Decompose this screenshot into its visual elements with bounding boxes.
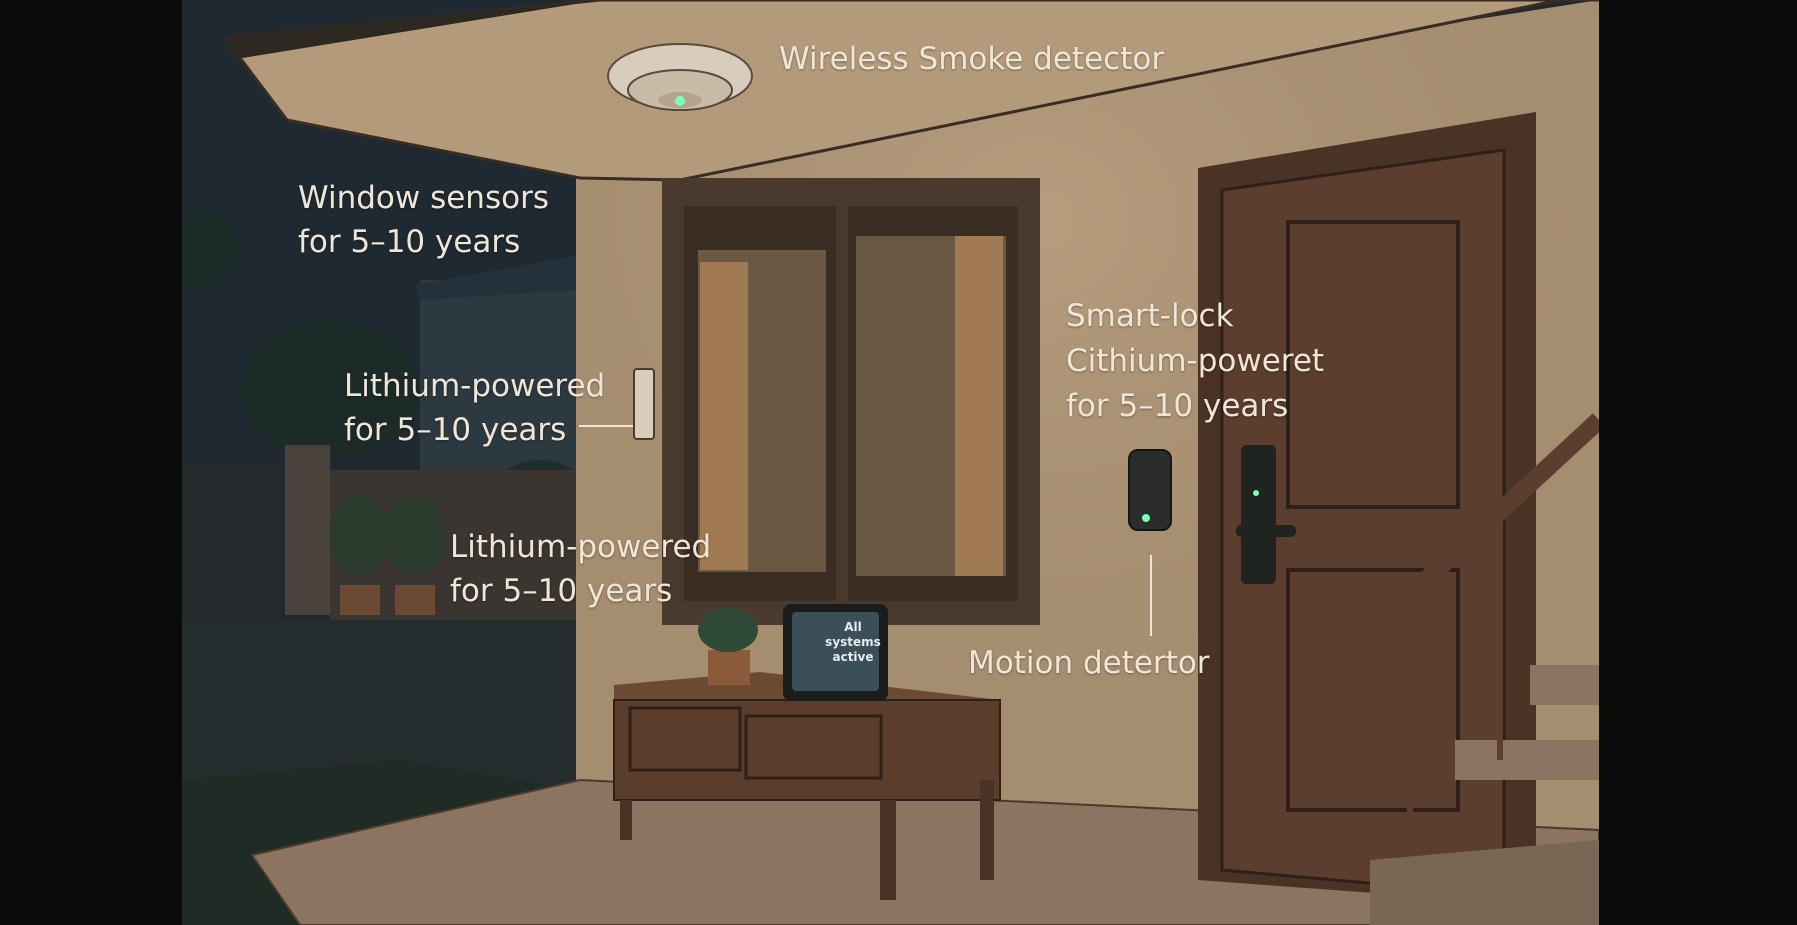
label-line: for 5–10 years [450,573,673,609]
label-line: Lithium-powered [344,368,606,404]
label-line: Lithium-powered [450,529,712,565]
label-window-sensors: Window sensors for 5–10 years [298,176,549,264]
label-line: Cithium-poweret [1066,343,1325,379]
front-door [1198,112,1536,905]
staircase [1343,413,1606,925]
label-smoke-detector: Wireless Smoke detector [779,41,1165,77]
tablet-screen-text: All systems active [822,620,884,665]
roof-soffit [222,0,1599,182]
label-line: Smart-lock [1066,298,1234,334]
tablet-line: systems [825,635,881,649]
label-line: for 5–10 years [344,412,567,448]
label-line: for 5–10 years [1066,388,1289,424]
motion-detector [1128,449,1172,636]
label-tablet-battery: Lithium-powered for 5–10 years [450,525,711,613]
label-window-sensor-battery: Lithium-powered for 5–10 years [344,364,605,452]
tablet-line: All [844,620,862,634]
label-line: Window sensors [298,180,549,216]
smoke-detector-led [675,96,685,106]
label-line: for 5–10 years [298,224,521,260]
tablet-line: active [832,650,874,664]
label-smart-lock: Smart-lock Cithium-poweret for 5–10 year… [1066,294,1324,429]
window [662,178,1040,625]
smart-lock [1236,445,1296,584]
label-motion-detector: Motion detertor [968,645,1210,681]
window-sensor [579,368,655,440]
smoke-detector [607,43,753,111]
tablet-display [783,604,888,701]
